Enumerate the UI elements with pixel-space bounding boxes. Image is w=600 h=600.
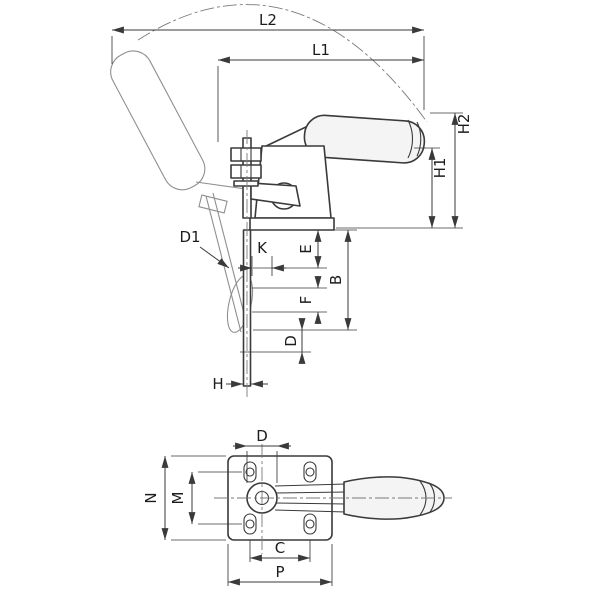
spindle-nut-upper (230, 147, 262, 162)
dim-c: C (249, 539, 311, 562)
mounting-slot (303, 513, 317, 535)
mounting-slot (243, 461, 257, 483)
dim-m: M (169, 471, 242, 525)
dim-d-side: D (240, 318, 311, 364)
side-view: L2 L1 H2 H1 E B (110, 4, 473, 398)
dim-label-b: B (327, 275, 345, 285)
handle-grip (303, 114, 426, 164)
clamp-arm (250, 182, 301, 207)
mounting-slot (303, 461, 317, 483)
dim-n: N (142, 455, 226, 541)
dim-label-d-side: D (282, 335, 300, 347)
dim-l2: L2 (111, 11, 425, 110)
handle-swing-arc (137, 4, 428, 123)
mounting-slot (243, 513, 257, 535)
dim-b: B (253, 230, 357, 331)
dim-label-l1: L1 (312, 41, 330, 59)
grip-line-icon (416, 121, 422, 157)
dim-h1: H1 (414, 147, 449, 228)
dim-label-h2: H2 (455, 114, 473, 135)
slot-hole (245, 467, 255, 477)
washer (233, 180, 259, 187)
dim-label-f: F (297, 296, 315, 305)
dim-label-h1: H1 (431, 158, 449, 179)
dim-d-plan: D (233, 427, 291, 483)
dim-label-k: K (257, 239, 268, 257)
dim-l1: L1 (217, 41, 424, 142)
plan-view: D N M C P (142, 427, 452, 586)
grip-line-icon (407, 119, 414, 159)
dim-label-m: M (169, 492, 187, 505)
slot-hole (305, 467, 315, 477)
dim-label-l2: L2 (259, 11, 277, 29)
dim-label-e: E (297, 244, 315, 253)
dim-h: H (212, 375, 268, 393)
dim-label-d-plan: D (256, 427, 268, 445)
base-flange (249, 217, 335, 231)
dim-p: P (227, 544, 333, 586)
dim-f: F (252, 276, 327, 324)
dim-h2: H2 (336, 112, 473, 229)
slot-hole (245, 519, 255, 529)
dim-label-n: N (142, 492, 160, 503)
dim-label-h: H (212, 375, 223, 393)
slot-hole (305, 519, 315, 529)
dim-label-d1: D1 (179, 228, 200, 246)
mounting-slots (243, 461, 317, 535)
phantom-nut (198, 194, 228, 214)
dim-d1: D1 (179, 228, 230, 269)
dim-k: K (238, 239, 286, 276)
dim-label-p: P (275, 563, 284, 581)
dim-label-c: C (275, 539, 285, 557)
spindle-nut-lower (230, 164, 262, 179)
dim-e: E (253, 229, 357, 269)
